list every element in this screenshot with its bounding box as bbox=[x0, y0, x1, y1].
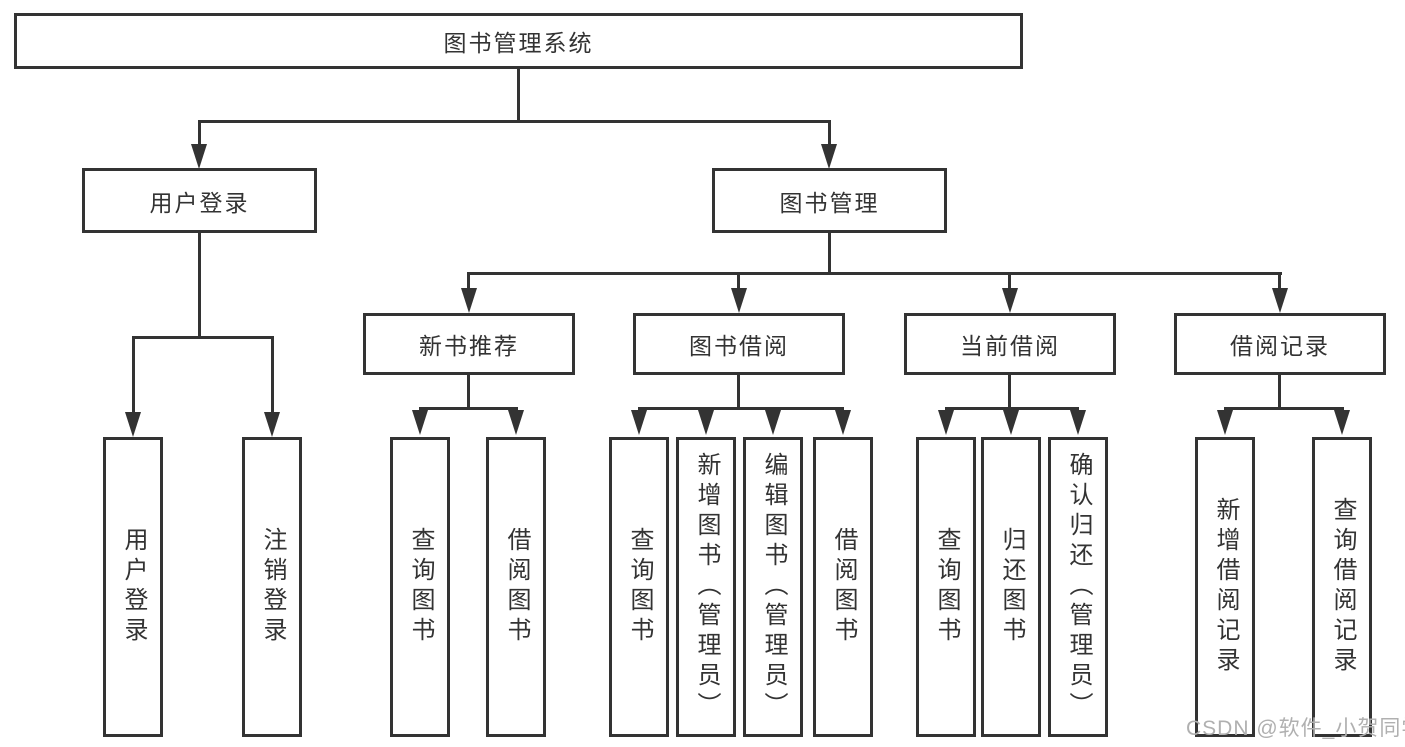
connector-hline bbox=[468, 272, 1282, 275]
connector-vline bbox=[271, 336, 274, 412]
leaf-query-books-3: 查询图书 bbox=[916, 437, 976, 737]
connector-hline bbox=[1224, 407, 1344, 410]
arrow-down bbox=[125, 412, 141, 437]
leaf-borrow-books-1: 借阅图书 bbox=[486, 437, 546, 737]
leaf-edit-book-admin: 编辑图书（管理员） bbox=[743, 437, 803, 737]
connector-hline bbox=[638, 407, 844, 410]
connector-hline bbox=[132, 336, 274, 339]
watermark-text: CSDN @软件_小贺同学 bbox=[1186, 717, 1405, 740]
arrow-down bbox=[1070, 410, 1086, 435]
connector-vline bbox=[1278, 272, 1281, 290]
leaf-query-borrow-record: 查询借阅记录 bbox=[1312, 437, 1372, 737]
node-book-management: 图书管理 bbox=[712, 168, 947, 233]
arrow-down bbox=[508, 410, 524, 435]
node-user-login: 用户登录 bbox=[82, 168, 317, 233]
connector-vline bbox=[198, 120, 201, 145]
arrow-down bbox=[1002, 288, 1018, 313]
connector-vline bbox=[1008, 375, 1011, 408]
leaf-query-books-2: 查询图书 bbox=[609, 437, 669, 737]
connector-hline bbox=[419, 407, 518, 410]
node-borrow-records: 借阅记录 bbox=[1174, 313, 1386, 375]
arrow-down bbox=[412, 410, 428, 435]
connector-vline bbox=[1278, 375, 1281, 408]
arrow-down bbox=[191, 144, 207, 169]
node-current-borrow: 当前借阅 bbox=[904, 313, 1116, 375]
connector-vline bbox=[737, 272, 740, 290]
arrow-down bbox=[731, 288, 747, 313]
arrow-down bbox=[631, 410, 647, 435]
arrow-down bbox=[1272, 288, 1288, 313]
connector-vline bbox=[467, 272, 470, 290]
connector-hline bbox=[945, 407, 1079, 410]
connector-vline bbox=[198, 233, 201, 336]
leaf-logout: 注销登录 bbox=[242, 437, 302, 737]
leaf-user-login: 用户登录 bbox=[103, 437, 163, 737]
node-new-book-recommend: 新书推荐 bbox=[363, 313, 575, 375]
arrow-down bbox=[835, 410, 851, 435]
connector-vline bbox=[737, 375, 740, 408]
arrow-down bbox=[698, 410, 714, 435]
arrow-down bbox=[1334, 410, 1350, 435]
connector-vline bbox=[828, 233, 831, 272]
connector-vline bbox=[828, 120, 831, 145]
connector-vline bbox=[1008, 272, 1011, 290]
leaf-borrow-books-2: 借阅图书 bbox=[813, 437, 873, 737]
leaf-confirm-return-admin: 确认归还（管理员） bbox=[1048, 437, 1108, 737]
arrow-down bbox=[938, 410, 954, 435]
leaf-add-book-admin: 新增图书（管理员） bbox=[676, 437, 736, 737]
arrow-down bbox=[264, 412, 280, 437]
arrow-down bbox=[461, 288, 477, 313]
arrow-down bbox=[821, 144, 837, 169]
arrow-down bbox=[765, 410, 781, 435]
leaf-query-books-1: 查询图书 bbox=[390, 437, 450, 737]
node-book-borrow: 图书借阅 bbox=[633, 313, 845, 375]
arrow-down bbox=[1217, 410, 1233, 435]
node-library-system: 图书管理系统 bbox=[14, 13, 1023, 69]
connector-vline bbox=[467, 375, 470, 408]
connector-vline bbox=[132, 336, 135, 412]
leaf-add-borrow-record: 新增借阅记录 bbox=[1195, 437, 1255, 737]
arrow-down bbox=[1003, 410, 1019, 435]
connector-vline bbox=[517, 69, 520, 120]
leaf-return-books: 归还图书 bbox=[981, 437, 1041, 737]
connector-hline bbox=[198, 120, 831, 123]
